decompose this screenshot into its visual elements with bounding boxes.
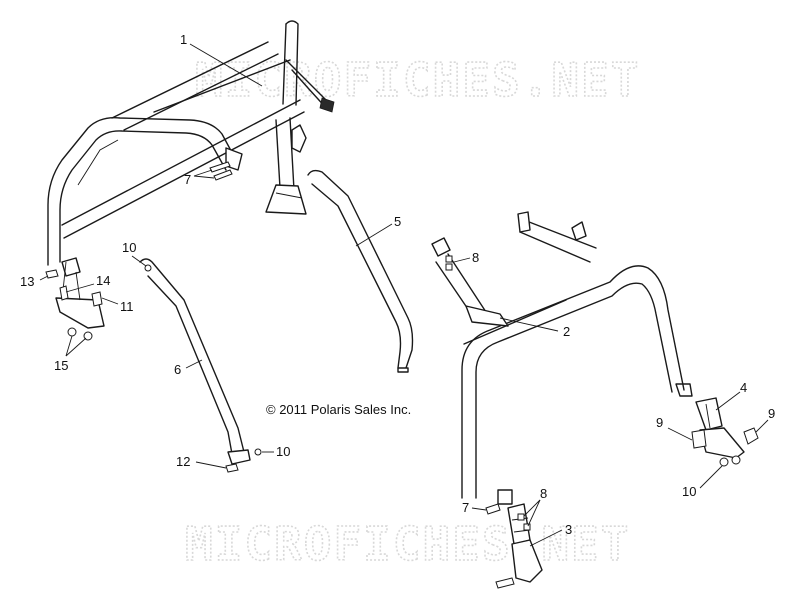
callout-3: 3	[565, 522, 572, 537]
callout-13: 13	[20, 274, 34, 289]
callout-8-lower: 8	[540, 486, 547, 501]
callout-1: 1	[180, 32, 187, 47]
callout-9-right: 9	[768, 406, 775, 421]
callouts: 1 2 3 4 5 6 7 7 8 8 9 9 10 10 10 11 12 1…	[20, 32, 775, 537]
callout-11: 11	[120, 299, 134, 314]
copyright-text: © 2011 Polaris Sales Inc.	[266, 402, 411, 417]
callout-6: 6	[174, 362, 181, 377]
callout-4: 4	[740, 380, 747, 395]
callout-8-upper: 8	[472, 250, 479, 265]
hardware	[45, 161, 759, 589]
callout-14: 14	[96, 273, 110, 288]
callout-5: 5	[394, 214, 401, 229]
side-brace-6	[139, 258, 251, 465]
rear-brace-5	[307, 169, 414, 373]
callout-7-rear: 7	[462, 500, 469, 515]
callout-2: 2	[563, 324, 570, 339]
callout-10-lower: 10	[682, 484, 696, 499]
watermark-top: MICROFICHES.NET	[195, 53, 640, 107]
leader-lines	[39, 43, 769, 547]
rear-foot-4	[695, 397, 745, 459]
watermark-bottom: MICROFICHES.NET	[185, 517, 630, 571]
callout-15: 15	[54, 358, 68, 373]
rear-roll-cage	[431, 211, 693, 505]
callout-10-middle: 10	[276, 444, 290, 459]
callout-10-upper: 10	[122, 240, 136, 255]
callout-9-left: 9	[656, 415, 663, 430]
callout-12: 12	[176, 454, 190, 469]
front-roll-cage	[47, 20, 335, 329]
callout-7-front: 7	[184, 172, 191, 187]
